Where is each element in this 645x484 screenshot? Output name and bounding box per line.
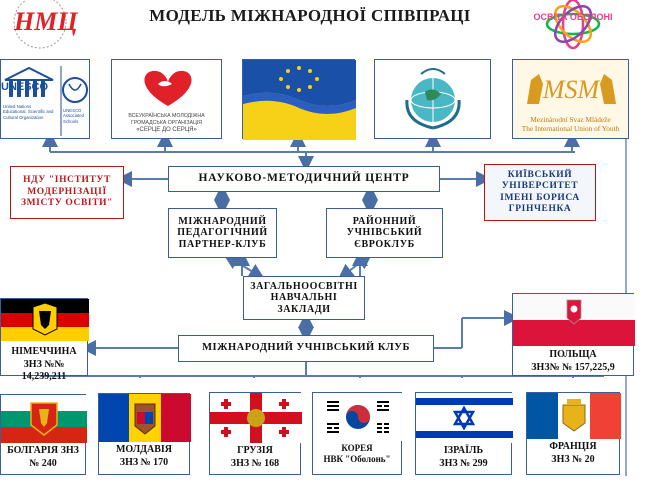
country-poland: ПОЛЬЩА ЗНЗ№ № 157,225,9 [512,293,635,376]
unesco-caption: United Nations Educational, Scientific a… [3,104,59,120]
school-numbers: ЗНЗ № 168 [230,457,280,469]
heart-caption: ВСЕУКРАЇНСЬКА МОЛОДІЖНА ГРОМАДСЬКА ОРГАН… [112,113,221,134]
korea-flag-icon [313,393,403,441]
country-korea: КОРЕЯ НВК "Оболонь" [312,392,403,475]
heart-caption-line: ГРОМАДСЬКА ОРГАНІЗАЦІЯ [131,119,202,126]
flower-emblem-icon: ОСВІТА ОБОЛОНІ [534,0,613,50]
school-numbers: ЗНЗ № 299 [439,457,488,469]
nmc-logo-icon: НМЦ [13,0,78,49]
country-name: БОЛГАРІЯ ЗНЗ [7,445,79,456]
country-germany: НІМЕЧЧИНА ЗНЗ №№ 14,239,211 [0,298,89,382]
msm-caption-line: Mezinárodní Svaz Mládeže [530,115,611,124]
country-france: ФРАНЦІЯ ЗНЗ № 20 [526,392,621,475]
partner-heart-to-heart: ВСЕУКРАЇНСЬКА МОЛОДІЖНА ГРОМАДСЬКА ОРГАН… [111,59,222,139]
country-name: НІМЕЧЧИНА [11,346,77,357]
partner-eu-ukraine [242,59,356,140]
georgia-caption: ГРУЗІЯ ЗНЗ № 168 [210,445,300,470]
obolon-logo-text: ОСВІТА ОБОЛОНІ [534,12,613,22]
country-name: ПОЛЬЩА [549,349,597,360]
georgia-flag-icon [210,393,302,443]
unesco-caption-line: Cultural Organization [3,114,44,120]
student-euroclub: РАЙОННИЙ УЧНІВСЬКИЙ ЄВРОКЛУБ [326,208,443,258]
globe-laurel-icon [405,68,461,130]
israel-caption: ІЗРАЇЛЬ ЗНЗ № 299 [416,445,511,470]
germany-flag-icon [1,299,89,341]
country-name: КОРЕЯ [341,443,373,453]
nmc-logo: НМЦ [0,0,78,50]
school-numbers: ЗНЗ № 170 [119,456,169,468]
country-name: ФРАНЦІЯ [549,441,597,452]
moldova-caption: МОЛДАВІЯ ЗНЗ № 170 [99,444,189,469]
israel-flag-icon [416,393,513,443]
poland-caption: ПОЛЬЩА ЗНЗ№ № 157,225,9 [513,349,633,374]
country-moldova: МОЛДАВІЯ ЗНЗ № 170 [98,393,191,475]
msm-caption: Mezinárodní Svaz Mládeže The Internation… [513,115,628,134]
bulgaria-flag-icon [1,395,87,443]
unesco-schools-label: UNESCO Associated Schools [63,108,85,124]
pedagogical-partner-club: МІЖНАРОДНИЙ ПЕДАГОГІЧНИЙ ПАРТНЕР-КЛУБ [168,208,277,258]
nmc-letters: НМЦ [13,7,78,36]
partner-unesco: UNESCO United Nations Educational, Scien… [0,59,90,139]
unesco-caption-line: Educational, Scientific and [3,109,54,115]
poland-flag-icon [513,294,635,346]
korea-caption: КОРЕЯ НВК "Оболонь" [313,443,401,466]
moldova-flag-icon [99,394,191,442]
unesco-temple-icon [3,66,88,136]
country-bulgaria: БОЛГАРІЯ ЗНЗ № 240 [0,394,87,475]
partner-msm: MSM Mezinárodní Svaz Mládeže The Interna… [512,59,629,139]
school-numbers: НВК "Оболонь" [323,454,391,465]
obolon-education-logo: ОСВІТА ОБОЛОНІ [534,0,613,56]
university-box: КИЇВСЬКИЙ УНІВЕРСИТЕТ ІМЕНІ БОРИСА ГРІНЧ… [484,164,596,221]
unesco-caption-line: United Nations [3,104,32,109]
msm-monogram: MSM [542,75,601,104]
heart-dove-icon [144,70,192,106]
msm-caption-line: The International Union of Youth [521,124,620,134]
country-israel: ІЗРАЇЛЬ ЗНЗ № 299 [415,392,513,475]
unesco-wordmark: UNESCO [1,81,49,93]
school-numbers: ЗНЗ№ № 157,225,9 [531,361,615,373]
international-student-club: МІЖНАРОДНИЙ УЧНІВСЬКИЙ КЛУБ [178,335,434,362]
heart-caption-line: ВСЕУКРАЇНСЬКА МОЛОДІЖНА [128,113,205,119]
country-georgia: ГРУЗІЯ ЗНЗ № 168 [209,392,302,475]
page-title: МОДЕЛЬ МІЖНАРОДНОЇ СПІВПРАЦІ [149,6,471,25]
general-schools: ЗАГАЛЬНООСВІТНІ НАВЧАЛЬНІ ЗАКЛАДИ [243,276,365,320]
methodical-center: НАУКОВО-МЕТОДИЧНИЙ ЦЕНТР [168,166,440,192]
country-name: ГРУЗІЯ [237,445,273,456]
heart-caption-line: «СЕРЦЕ ДО СЕРЦЯ» [136,126,197,133]
germany-caption: НІМЕЧЧИНА ЗНЗ №№ 14,239,211 [1,346,87,384]
france-flag-icon [527,393,621,439]
institute-box: НДУ "ІНСТИТУТ МОДЕРНІЗАЦІЇ ЗМІСТУ ОСВІТИ… [10,166,124,219]
france-caption: ФРАНЦІЯ ЗНЗ № 20 [527,441,619,466]
bulgaria-caption: БОЛГАРІЯ ЗНЗ № 240 [1,445,85,470]
school-numbers: ЗНЗ №№ 14,239,211 [21,358,67,383]
partner-peace-globe [374,59,491,139]
eu-ukraine-flags-icon [243,60,356,140]
msm-lions-icon: MSM [527,74,616,104]
country-name: ІЗРАЇЛЬ [443,445,484,456]
school-numbers: ЗНЗ № 20 [551,453,595,465]
country-name: МОЛДАВІЯ [115,444,173,455]
school-numbers: № 240 [29,457,57,469]
